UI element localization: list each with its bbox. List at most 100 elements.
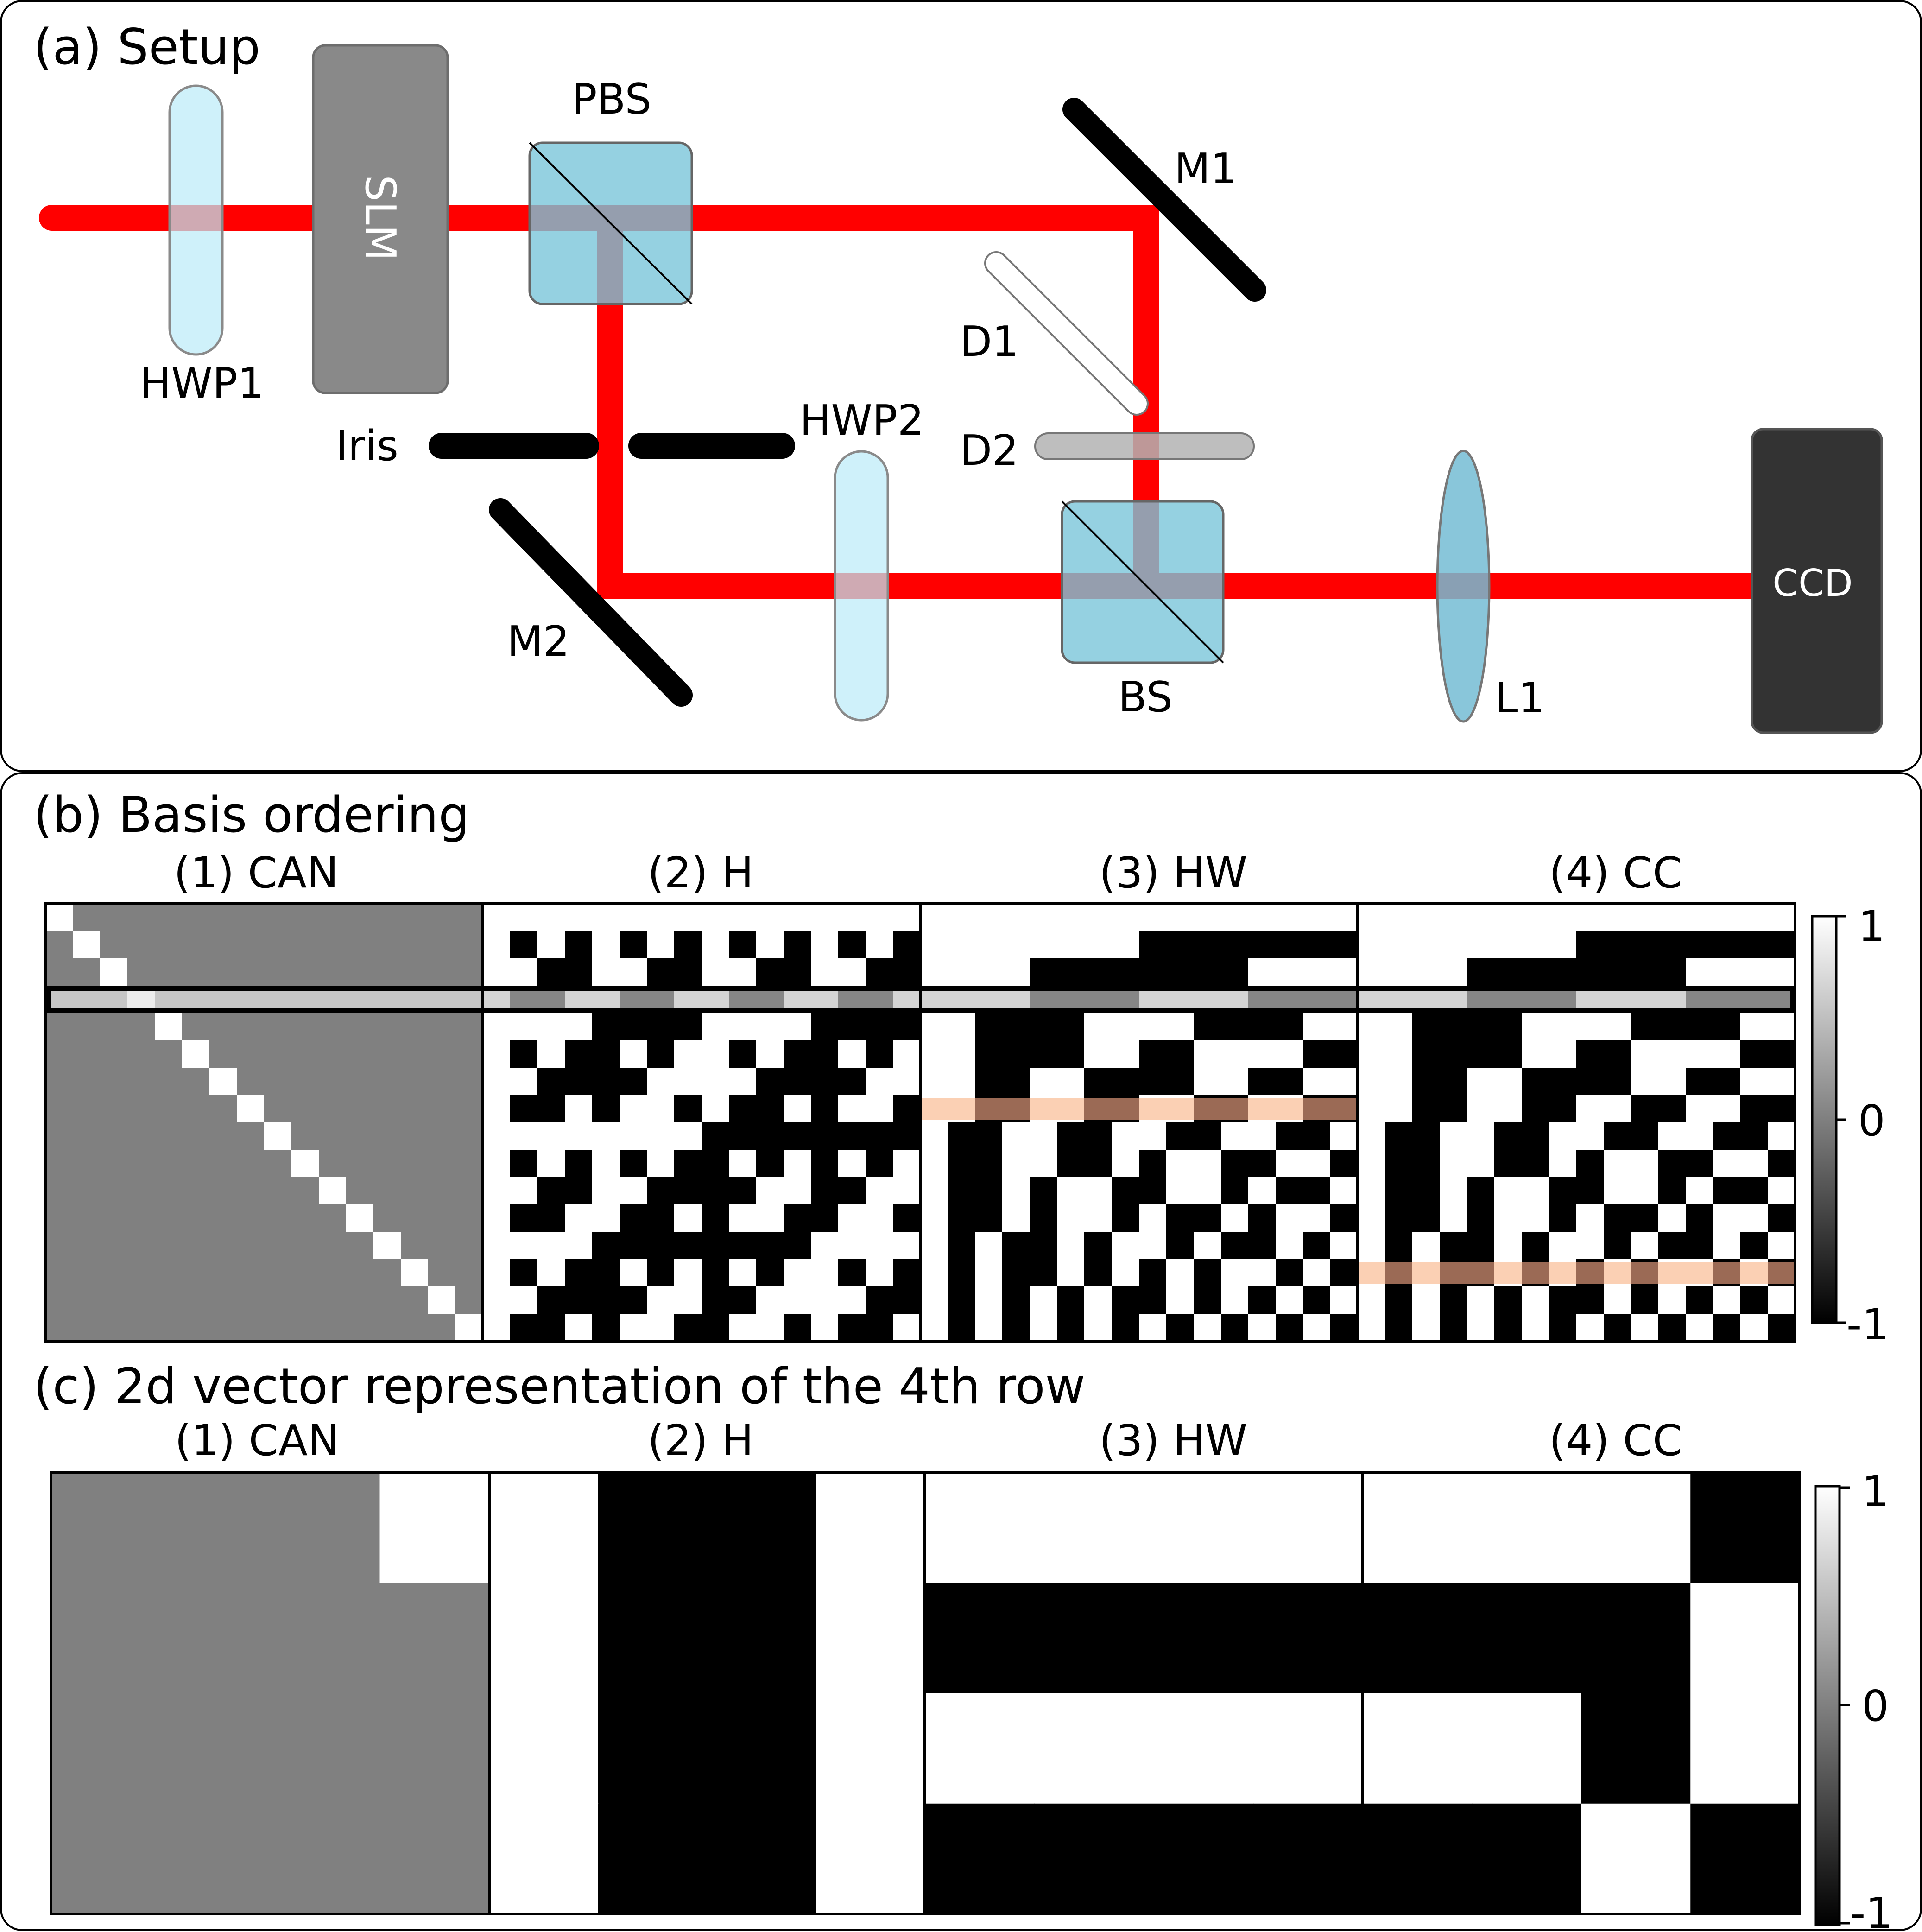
cell-h-r14-c16 [893,1259,921,1287]
cell-hw-r12-c7 [1084,1204,1112,1232]
cell-h-r1-c11 [756,904,784,931]
cell-can-r15-c4 [127,1286,155,1314]
c-cell-cc-r3-c4 [1690,1693,1800,1804]
cell-hw-r1-c2 [948,904,975,931]
cell-h-r14-c10 [729,1259,757,1287]
cell-cc-r11-c4 [1440,1177,1467,1205]
cell-h-r5-c6 [620,1013,647,1041]
cell-h-r3-c7 [647,958,675,986]
cell-hw-r14-c15 [1303,1259,1331,1287]
cell-hw-r10-c14 [1276,1150,1303,1178]
cell-hw-r6-c3 [975,1040,1003,1068]
cell-cc-r7-c9 [1576,1068,1604,1096]
cell-can-r3-c4 [127,958,155,986]
cell-hw-r2-c13 [1248,931,1276,959]
cell-h-r16-c11 [756,1314,784,1342]
cell-h-r14-c14 [838,1259,866,1287]
cell-h-r6-c4 [565,1040,593,1068]
cell-h-r16-c15 [866,1314,893,1342]
cell-hw-r2-c6 [1057,931,1085,959]
cell-h-r8-c3 [537,1095,565,1123]
cell-cc-r3-c10 [1604,958,1631,986]
cell-h-r1-c2 [510,904,538,931]
c-cell-can-r3-c3 [270,1693,380,1804]
cell-h-r1-c16 [893,904,921,931]
cell-hw-r2-c15 [1303,931,1331,959]
cell-can-r16-c11 [319,1314,347,1342]
cell-h-r12-c12 [784,1204,811,1232]
frame-cc [1356,902,1796,1343]
cell-hw-r10-c8 [1112,1150,1139,1178]
cell-hw-r3-c2 [948,958,975,986]
cell-hw-r12-c14 [1276,1204,1303,1232]
cell-hw-r16-c15 [1303,1314,1331,1342]
cell-can-r12-c4 [127,1204,155,1232]
overlay-hw-r8-c9 [1139,1098,1167,1120]
c-cell-h-r1-c3 [707,1472,816,1584]
cell-hw-r12-c13 [1248,1204,1276,1232]
cell-hw-r13-c4 [1002,1232,1030,1260]
cell-hw-r9-c10 [1166,1122,1194,1150]
cell-hw-r6-c1 [920,1040,948,1068]
cell-hw-r10-c11 [1194,1150,1221,1178]
cell-hw-r5-c5 [1030,1013,1057,1041]
cell-h-r11-c3 [537,1177,565,1205]
cell-cc-r13-c6 [1494,1232,1522,1260]
c-cell-h-r1-c2 [598,1472,708,1584]
cell-h-r9-c8 [674,1122,702,1150]
cell-cc-r11-c13 [1686,1177,1713,1205]
cell-hw-r6-c13 [1248,1040,1276,1068]
cell-can-r6-c3 [100,1040,128,1068]
cell-cc-r5-c7 [1522,1013,1549,1041]
c-cell-h-r4-c2 [598,1803,708,1914]
cell-cc-r9-c16 [1768,1122,1796,1150]
cell-h-r14-c2 [510,1259,538,1287]
cell-h-r12-c1 [483,1204,511,1232]
cell-hw-r9-c4 [1002,1122,1030,1150]
cell-h-r7-c5 [592,1068,620,1096]
cell-cc-r2-c1 [1358,931,1385,959]
d1-label: D1 [960,317,1019,366]
cell-can-r13-c14 [401,1232,429,1260]
cell-hw-r10-c4 [1002,1150,1030,1178]
cell-cc-r2-c2 [1385,931,1413,959]
cell-cc-r15-c1 [1358,1286,1385,1314]
cell-h-r1-c8 [674,904,702,931]
cell-cc-r12-c7 [1522,1204,1549,1232]
cell-can-r1-c10 [291,904,319,931]
c-cell-hw-r2-c2 [1034,1583,1144,1694]
cell-can-r2-c4 [127,931,155,959]
cell-can-r10-c8 [237,1150,265,1178]
cell-hw-r9-c2 [948,1122,975,1150]
cell-h-r9-c10 [729,1122,757,1150]
cell-cc-r15-c8 [1549,1286,1577,1314]
cell-h-r3-c1 [483,958,511,986]
cell-can-r8-c1 [45,1095,73,1123]
panel-b-subtitle-hw: (3) HW [1099,848,1247,898]
cell-cc-r15-c14 [1713,1286,1741,1314]
cell-h-r8-c8 [674,1095,702,1123]
c-cell-cc-r2-c2 [1472,1583,1582,1694]
cell-h-r11-c4 [565,1177,593,1205]
cell-cc-r1-c11 [1631,904,1659,931]
cell-hw-r2-c9 [1139,931,1167,959]
cell-can-r8-c9 [264,1095,292,1123]
cell-cc-r9-c14 [1713,1122,1741,1150]
cell-can-r2-c10 [291,931,319,959]
cell-h-r5-c14 [838,1013,866,1041]
cell-cc-r10-c12 [1658,1150,1686,1178]
cell-cc-r3-c13 [1686,958,1713,986]
cell-can-r10-c10 [291,1150,319,1178]
cell-can-r3-c16 [455,958,483,986]
cell-can-r13-c16 [455,1232,483,1260]
cell-cc-r12-c13 [1686,1204,1713,1232]
overlay-cc-r14-c5 [1467,1262,1495,1284]
overlay-hw-r8-c12 [1221,1098,1249,1120]
cell-hw-r16-c13 [1248,1314,1276,1342]
cell-h-r3-c5 [592,958,620,986]
cell-cc-r16-c1 [1358,1314,1385,1342]
cell-cc-r16-c6 [1494,1314,1522,1342]
cell-h-r14-c7 [647,1259,675,1287]
matrix-can [45,904,483,1342]
overlay-hw-r8-c15 [1303,1098,1331,1120]
